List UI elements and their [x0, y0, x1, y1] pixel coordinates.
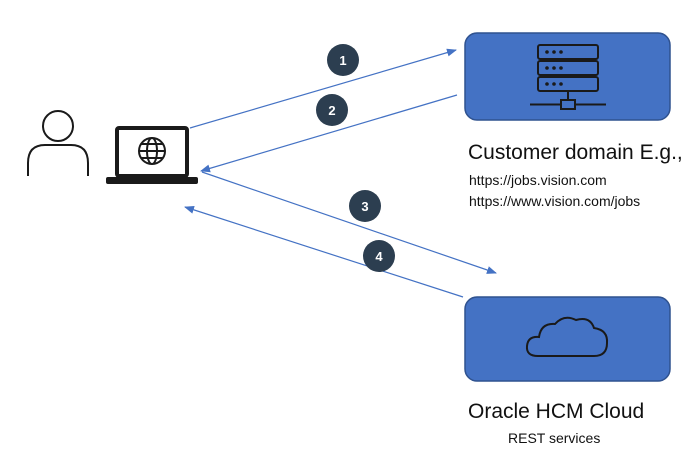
step-badge-2: 2	[316, 94, 348, 126]
customer-domain-title: Customer domain E.g.,	[468, 141, 683, 164]
step-number: 3	[361, 199, 368, 214]
arrow-step-4	[184, 205, 464, 298]
arrow-step-2	[200, 94, 458, 173]
server-rack-icon	[530, 44, 606, 110]
step-badge-4: 4	[363, 240, 395, 272]
step-badge-3: 3	[349, 190, 381, 222]
customer-url-www: https://www.vision.com/jobs	[469, 193, 641, 209]
oracle-hcm-cloud-box	[464, 296, 671, 382]
step-badge-1: 1	[327, 44, 359, 76]
cloud-icon	[525, 316, 609, 357]
user-icon	[27, 110, 89, 176]
step-number: 4	[375, 249, 383, 264]
customer-url-jobs: https://jobs.vision.com	[469, 172, 607, 188]
step-number: 2	[328, 103, 335, 118]
laptop-globe-icon	[106, 126, 198, 184]
step-number: 1	[339, 53, 346, 68]
oracle-hcm-subtitle: REST services	[508, 430, 601, 446]
arrow-step-1	[189, 48, 457, 129]
arrow-step-3	[201, 171, 497, 274]
oracle-hcm-title: Oracle HCM Cloud	[468, 400, 645, 423]
